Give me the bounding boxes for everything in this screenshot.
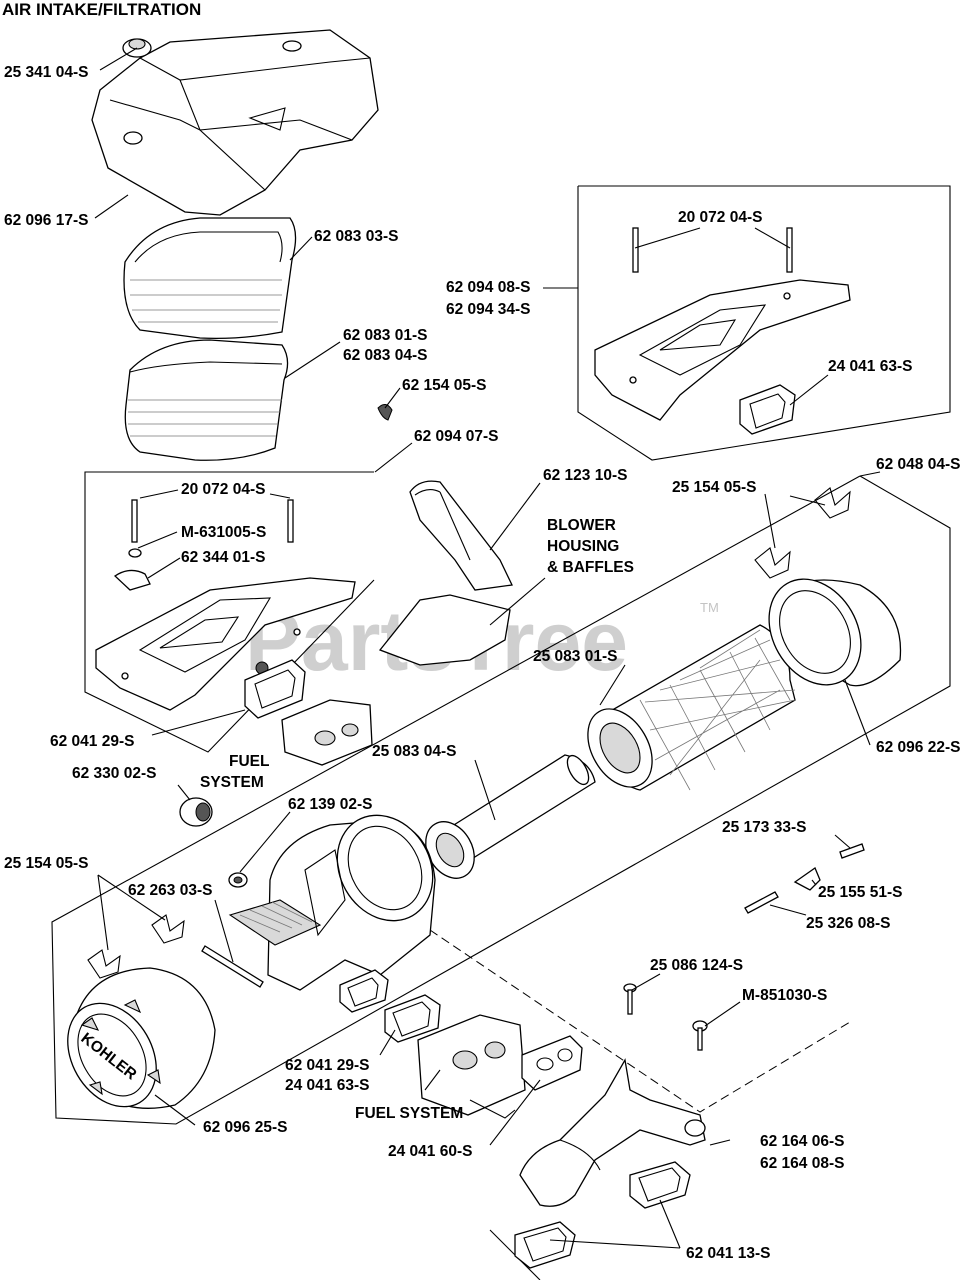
lower-washer[interactable] xyxy=(128,548,142,558)
air-filter-element[interactable] xyxy=(575,624,796,798)
bracket-25-155-51[interactable] xyxy=(793,867,821,891)
housing-gasket-a[interactable] xyxy=(339,969,389,1013)
clip-lower-left-a[interactable] xyxy=(87,949,121,979)
fuel-system-upper xyxy=(281,699,373,766)
label-25-154-05-upper: 25 154 05-S xyxy=(672,479,756,496)
label-62-096-17: 62 096 17-S xyxy=(4,212,88,229)
label-62-096-25: 62 096 25-S xyxy=(203,1119,287,1136)
label-62-094-07: 62 094 07-S xyxy=(414,428,498,445)
label-62-083-01: 62 083 01-S xyxy=(343,327,427,344)
label-baffles: & BAFFLES xyxy=(547,559,634,576)
rubber-grommet[interactable] xyxy=(179,797,213,827)
label-25-341-04: 25 341 04-S xyxy=(4,64,88,81)
leader-lines xyxy=(94,47,881,1249)
label-62-263-03: 62 263 03-S xyxy=(128,882,212,899)
label-25-173-33: 25 173 33-S xyxy=(722,819,806,836)
label-62-094-34: 62 094 34-S xyxy=(446,301,530,318)
label-24-041-63-upper: 24 041 63-S xyxy=(828,358,912,375)
label-25-083-01: 25 083 01-S xyxy=(533,648,617,665)
pin-25-173-33[interactable] xyxy=(839,843,865,859)
lower-studs[interactable] xyxy=(131,499,294,543)
label-20-072-04-lower: 20 072 04-S xyxy=(181,481,265,498)
label-25-154-05-lower: 25 154 05-S xyxy=(4,855,88,872)
retaining-clip[interactable] xyxy=(377,404,393,421)
label-fuel-system-lower: FUEL SYSTEM xyxy=(355,1105,463,1122)
label-20-072-04-upper: 20 072 04-S xyxy=(678,209,762,226)
label-25-155-51: 25 155 51-S xyxy=(818,884,902,901)
small-grommet[interactable] xyxy=(228,872,248,888)
label-m-631005: M-631005-S xyxy=(181,524,266,541)
label-62-083-04: 62 083 04-S xyxy=(343,347,427,364)
air-cleaner-base-lower[interactable] xyxy=(95,577,356,711)
blower-baffles[interactable] xyxy=(378,594,511,666)
label-24-041-60: 24 041 60-S xyxy=(388,1143,472,1160)
blower-housing-duct[interactable] xyxy=(409,480,513,591)
label-62-123-10: 62 123 10-S xyxy=(543,467,627,484)
label-25-086-124: 25 086 124-S xyxy=(650,957,743,974)
intake-manifold[interactable] xyxy=(519,1058,706,1207)
precleaner[interactable] xyxy=(123,217,297,340)
air-cleaner-cover[interactable] xyxy=(91,29,379,216)
label-62-041-29-upper: 62 041 29-S xyxy=(50,733,134,750)
manifold-gasket-right[interactable] xyxy=(629,1161,691,1209)
housing-gasket-b[interactable] xyxy=(384,994,441,1043)
label-housing: HOUSING xyxy=(547,538,619,555)
label-62-096-22: 62 096 22-S xyxy=(876,739,960,756)
clip-upper-right-a[interactable] xyxy=(814,487,851,519)
pin-25-326-08[interactable] xyxy=(744,891,779,914)
clip-upper-right-b[interactable] xyxy=(754,547,791,579)
label-62-094-08: 62 094 08-S xyxy=(446,279,530,296)
air-cleaner-base-upper[interactable] xyxy=(594,279,851,421)
mounting-rod[interactable] xyxy=(201,945,264,988)
air-cleaner-housing[interactable] xyxy=(228,798,451,991)
filter-housing-ring[interactable] xyxy=(751,563,902,702)
upper-base-assembly-box xyxy=(577,185,951,461)
upper-studs[interactable] xyxy=(632,227,793,273)
label-62-164-08: 62 164 08-S xyxy=(760,1155,844,1172)
label-system-upper: SYSTEM xyxy=(200,774,264,791)
paper-filter-element[interactable] xyxy=(124,339,289,461)
label-25-326-08: 25 326 08-S xyxy=(806,915,890,932)
clip-lower-left-b[interactable] xyxy=(151,914,185,944)
trademark: TM xyxy=(700,600,719,615)
label-62-164-06: 62 164 06-S xyxy=(760,1133,844,1150)
label-blower: BLOWER xyxy=(547,517,616,534)
label-62-041-29-lower: 62 041 29-S xyxy=(285,1057,369,1074)
lower-gasket[interactable] xyxy=(244,659,306,719)
label-62-344-01: 62 344 01-S xyxy=(181,549,265,566)
manifold-gasket-upper[interactable] xyxy=(521,1035,583,1091)
label-62-083-03: 62 083 03-S xyxy=(314,228,398,245)
label-62-048-04: 62 048 04-S xyxy=(876,456,960,473)
inner-filter-element[interactable] xyxy=(416,752,596,887)
label-62-041-13: 62 041 13-S xyxy=(686,1245,770,1262)
upper-gasket[interactable] xyxy=(739,384,796,435)
fuel-system-lower xyxy=(417,1014,526,1119)
filter-end-cap[interactable] xyxy=(50,967,216,1123)
label-24-041-63-lower: 24 041 63-S xyxy=(285,1077,369,1094)
label-62-139-02: 62 139 02-S xyxy=(288,796,372,813)
diagram-title: AIR INTAKE/FILTRATION xyxy=(2,0,202,19)
seal-plate[interactable] xyxy=(113,569,151,591)
manifold-gasket-left[interactable] xyxy=(514,1221,576,1269)
screw-m-851030[interactable] xyxy=(692,1020,708,1051)
label-62-330-02: 62 330 02-S xyxy=(72,765,156,782)
label-62-154-05: 62 154 05-S xyxy=(402,377,486,394)
label-fuel-upper: FUEL xyxy=(229,753,269,770)
label-m-851030: M-851030-S xyxy=(742,987,827,1004)
label-25-083-04: 25 083 04-S xyxy=(372,743,456,760)
